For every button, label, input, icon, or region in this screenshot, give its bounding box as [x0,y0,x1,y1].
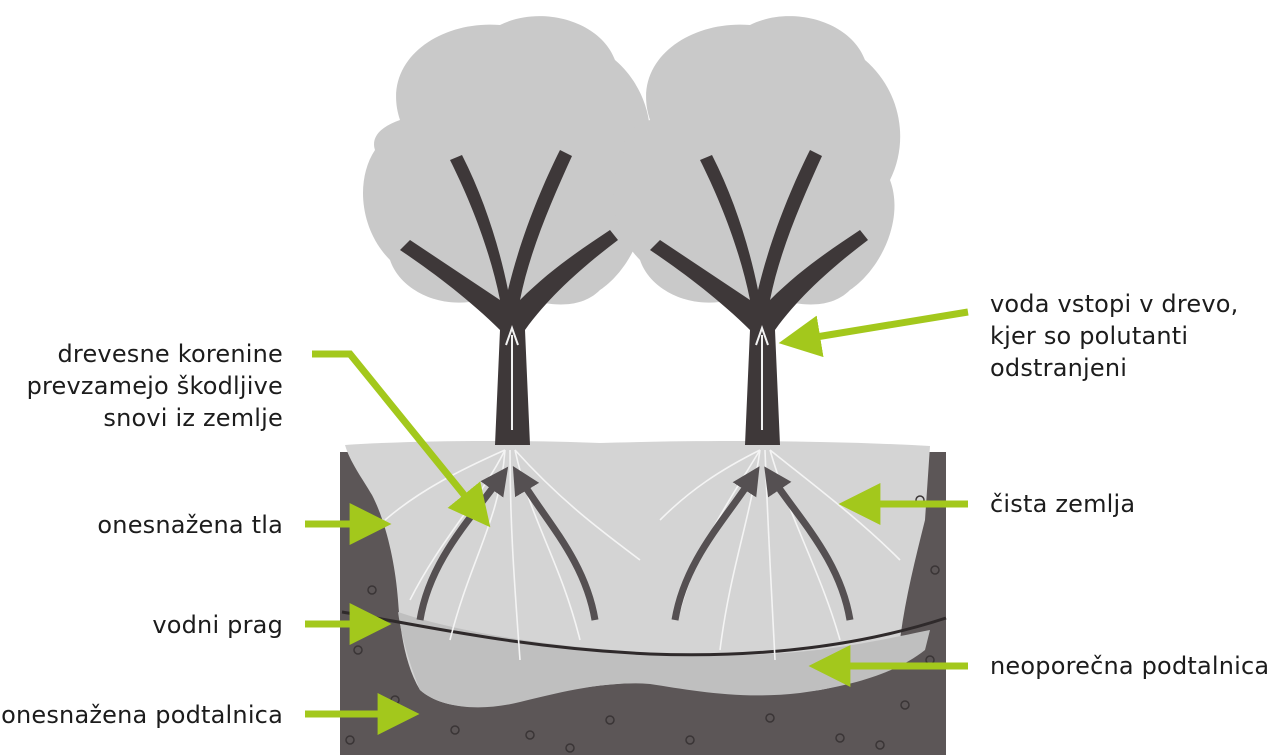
roots-label: drevesne korenine prevzamejo škodljive s… [27,338,283,434]
right-tree [613,16,900,445]
water-table-label: vodni prag [152,609,283,641]
clean-soil-label: čista zemlja [990,488,1135,520]
roots-label-line-1: drevesne korenine [27,338,283,370]
contaminated-groundwater-text: onesnažena podtalnica [1,699,283,731]
roots-label-line-2: prevzamejo škodljive [27,370,283,402]
water-enters-tree-label: voda vstopi v drevo, kjer so polutanti o… [990,288,1238,384]
clean-groundwater-text: neoporečna podtalnica [990,650,1269,682]
contaminated-groundwater-label: onesnažena podtalnica [1,699,283,731]
water-enters-tree-line-3: odstranjeni [990,352,1238,384]
right-tree-canopy [613,16,900,304]
water-enters-tree-callout-arrow [798,312,968,340]
water-enters-tree-line-2: kjer so polutanti [990,320,1238,352]
left-tree-canopy [363,16,650,304]
left-tree [363,16,650,445]
roots-label-line-3: snovi iz zemlje [27,402,283,434]
water-enters-tree-line-1: voda vstopi v drevo, [990,288,1238,320]
clean-groundwater-label: neoporečna podtalnica [990,650,1269,682]
contaminated-soil-label: onesnažena tla [97,509,283,541]
water-table-text: vodni prag [152,609,283,641]
clean-soil-text: čista zemlja [990,488,1135,520]
contaminated-soil-text: onesnažena tla [97,509,283,541]
